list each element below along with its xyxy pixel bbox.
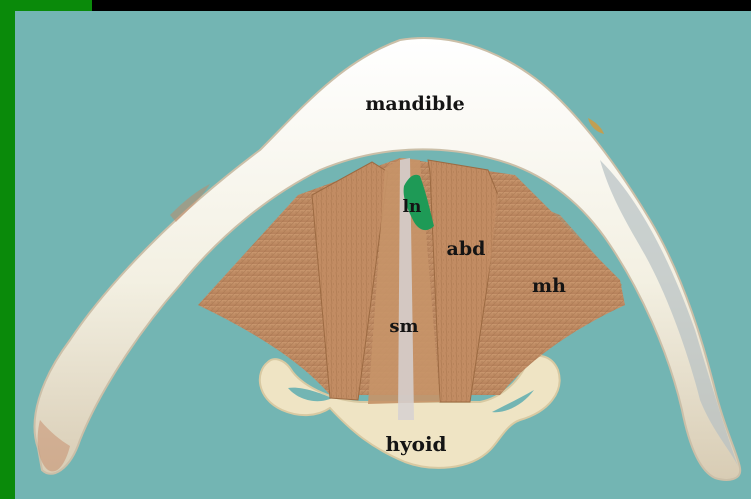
label-mh: mh xyxy=(532,275,566,297)
label-abd: abd xyxy=(447,238,486,260)
label-mandible: mandible xyxy=(365,93,464,115)
label-ln: ln xyxy=(403,197,422,217)
label-sm: sm xyxy=(389,316,418,337)
label-hyoid: hyoid xyxy=(385,432,446,456)
